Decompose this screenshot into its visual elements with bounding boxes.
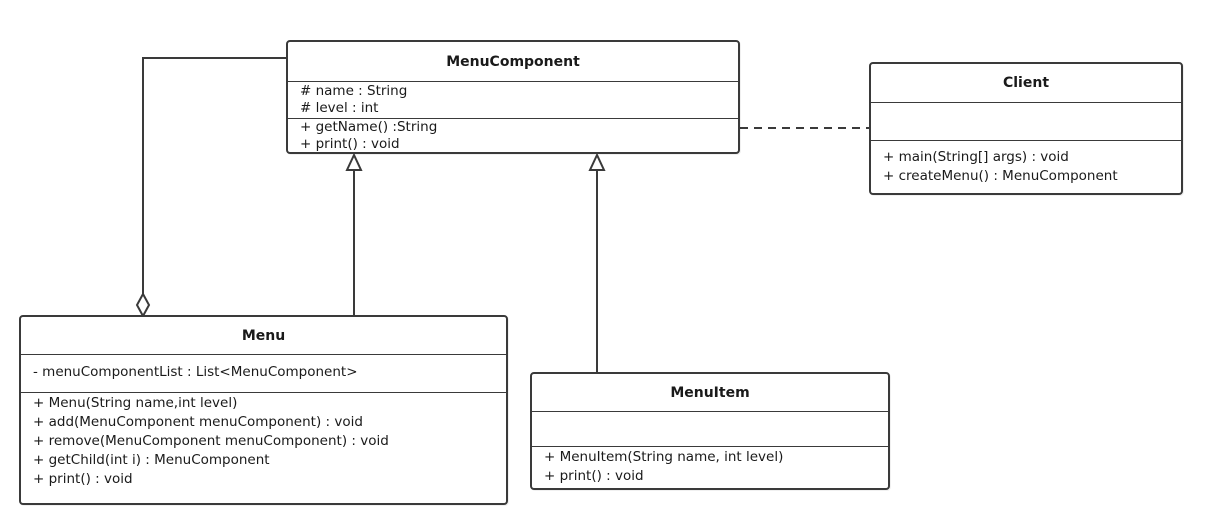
operation: + print() : void [300, 136, 400, 152]
attribute: # name : String [300, 83, 408, 99]
class-name: Menu [241, 327, 286, 344]
aggregation-line [142, 57, 287, 294]
operation: + getChild(int i) : MenuComponent [33, 452, 270, 468]
class-menu: Menu - menuComponentList : List<MenuComp… [19, 315, 508, 505]
operations-compartment: + getName() :String + print() : void [288, 118, 738, 152]
class-client: Client + main(String[] args) : void + cr… [869, 62, 1183, 195]
attribute: # level : int [300, 100, 379, 116]
operations-compartment: + main(String[] args) : void + createMen… [871, 140, 1181, 188]
operation: + print() : void [544, 468, 644, 484]
operation: + MenuItem(String name, int level) [544, 449, 784, 465]
operation: + getName() :String [300, 119, 438, 135]
class-menuitem: MenuItem + MenuItem(String name, int lev… [530, 372, 890, 490]
generalization-arrowhead-menu [345, 152, 363, 171]
operations-compartment: + Menu(String name,int level) + add(Menu… [21, 392, 506, 491]
attributes-compartment [532, 411, 888, 446]
class-name: MenuComponent [446, 53, 580, 70]
operations-compartment: + MenuItem(String name, int level) + pri… [532, 446, 888, 488]
generalization-arrowhead-menuitem [588, 152, 606, 171]
class-name: MenuItem [670, 384, 750, 401]
class-menucomponent: MenuComponent # name : String # level : … [286, 40, 740, 154]
operation: + remove(MenuComponent menuComponent) : … [33, 433, 389, 449]
attributes-compartment: # name : String # level : int [288, 81, 738, 118]
operation: + main(String[] args) : void [883, 149, 1069, 165]
operation: + Menu(String name,int level) [33, 395, 238, 411]
attributes-compartment: - menuComponentList : List<MenuComponent… [21, 354, 506, 392]
aggregation-diamond [135, 291, 151, 319]
class-name: Client [1002, 75, 1050, 91]
operation: + print() : void [33, 471, 133, 487]
attribute: - menuComponentList : List<MenuComponent… [33, 364, 358, 380]
operation: + add(MenuComponent menuComponent) : voi… [33, 414, 363, 430]
operation: + createMenu() : MenuComponent [883, 168, 1118, 184]
attributes-compartment [871, 102, 1181, 140]
